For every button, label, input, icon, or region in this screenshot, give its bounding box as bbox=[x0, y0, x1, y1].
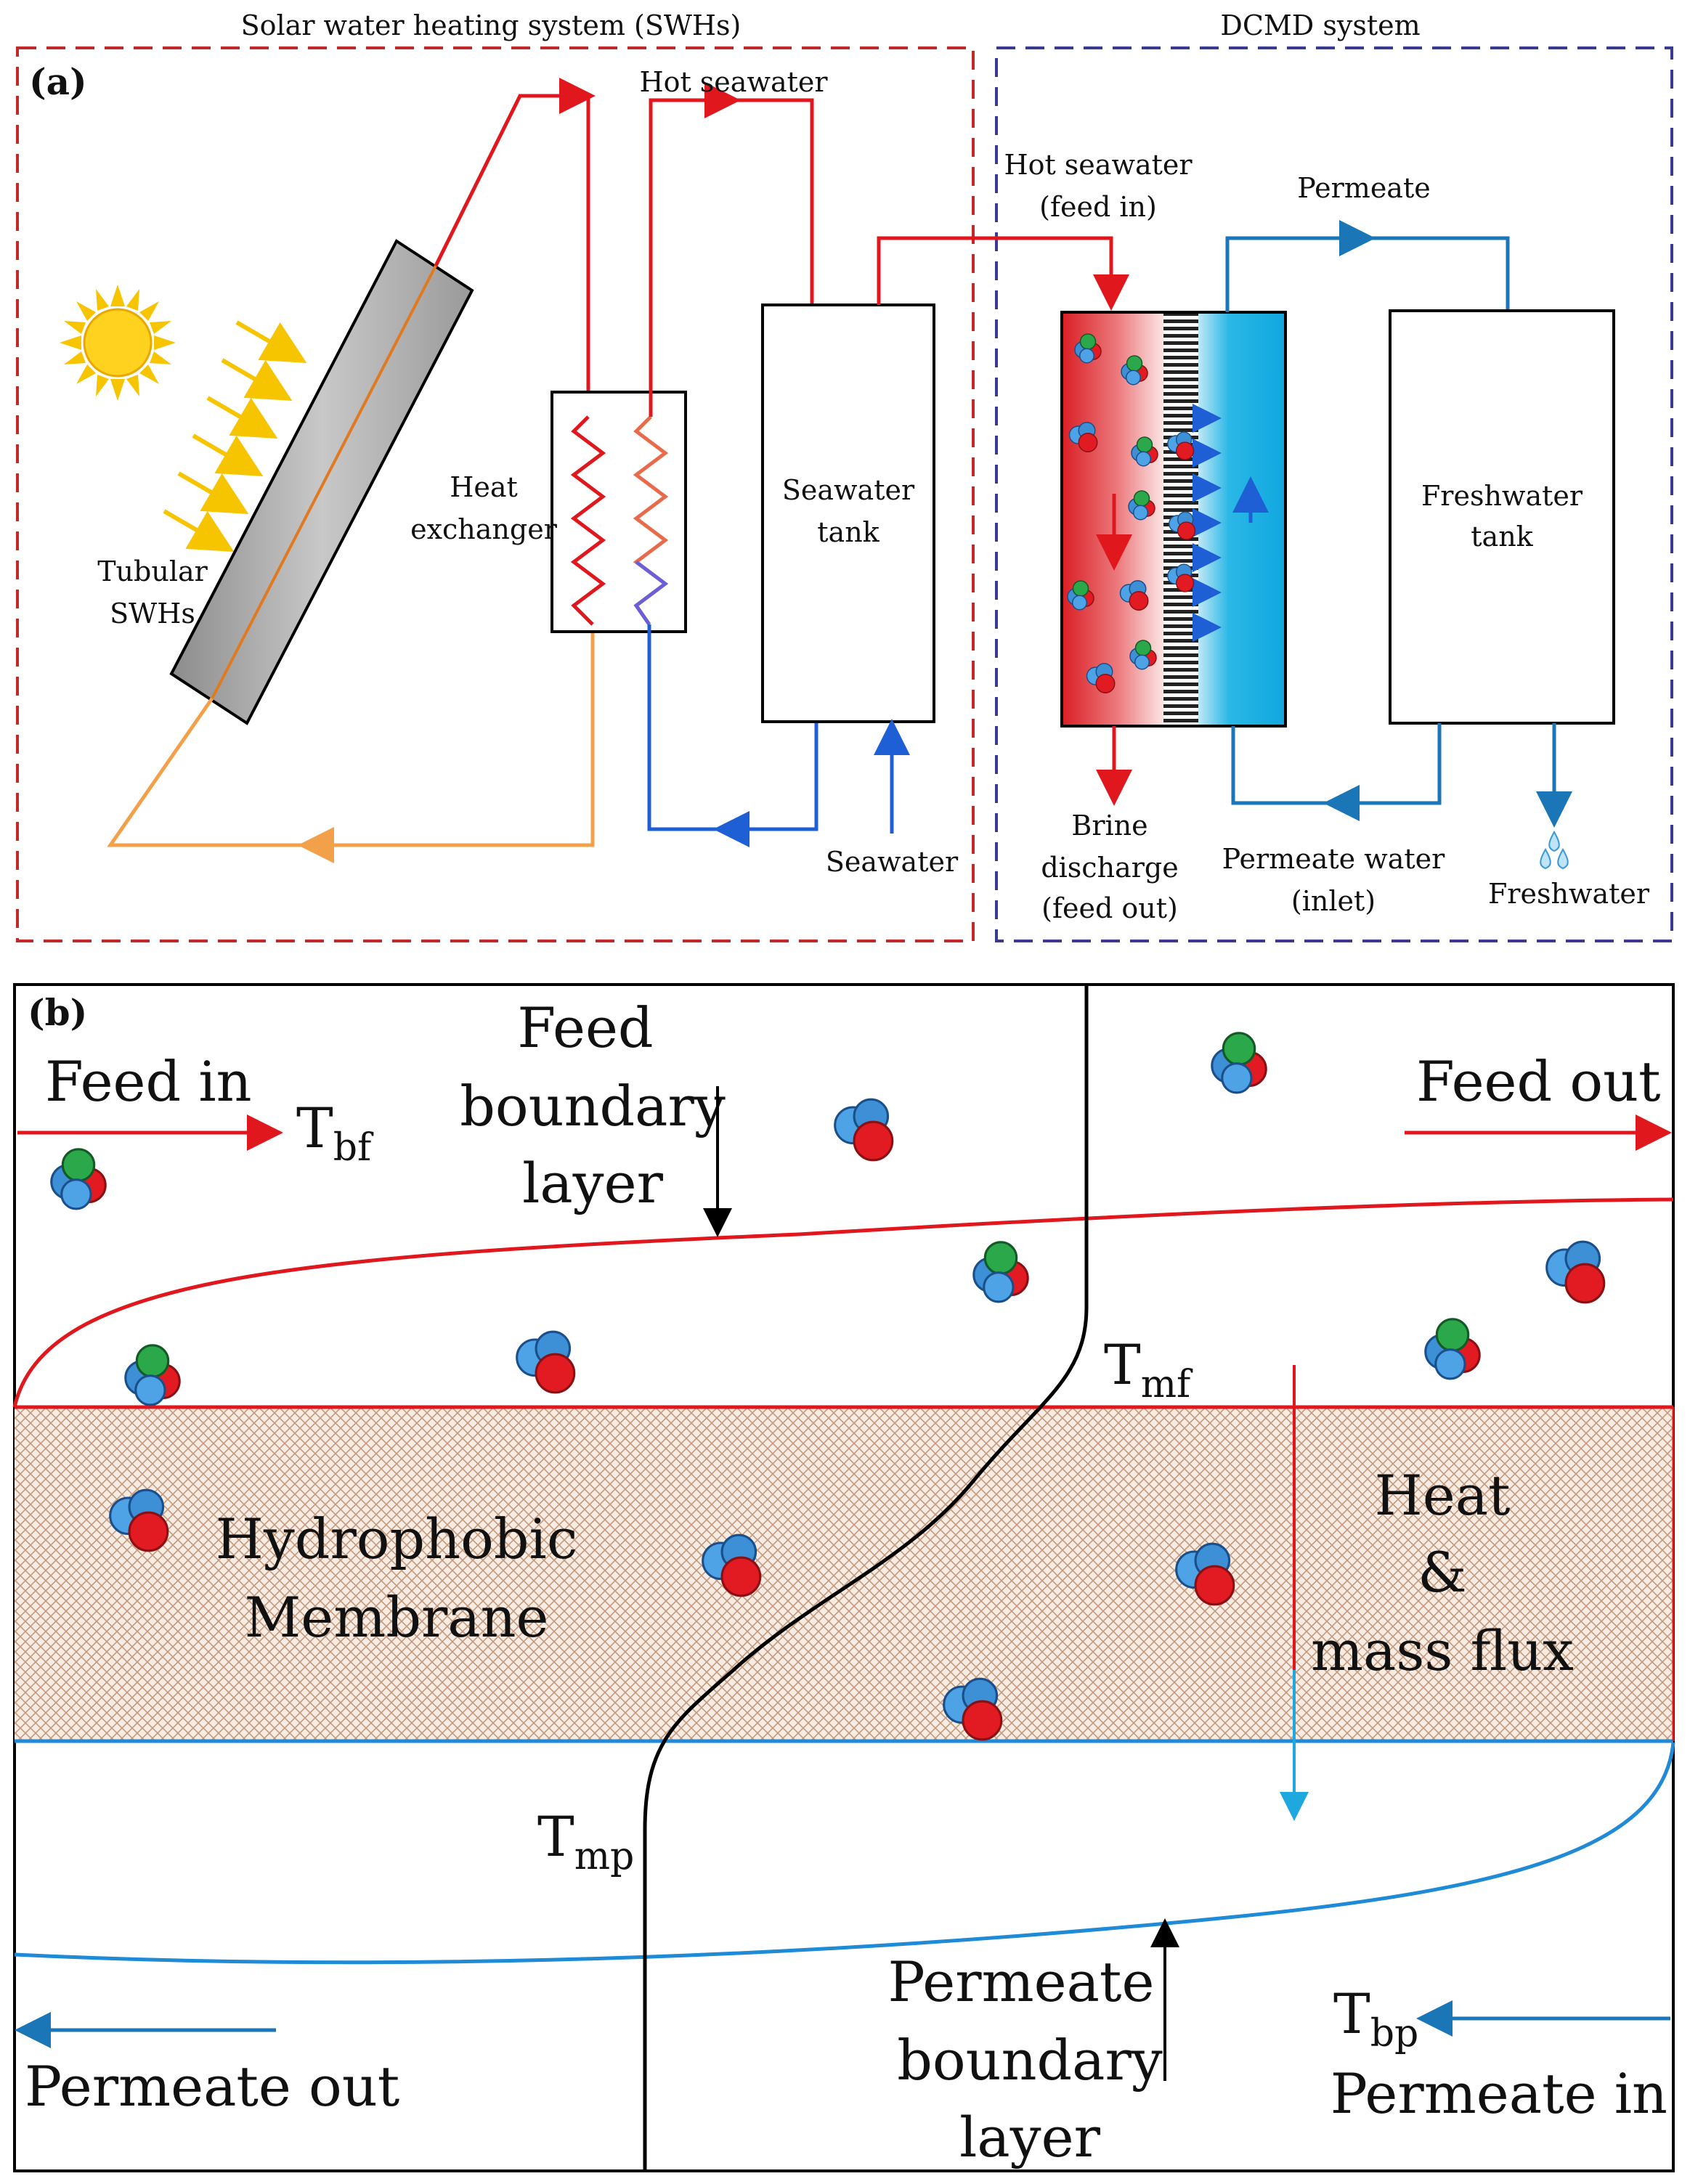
collector-return-line bbox=[107, 624, 595, 847]
panel-b-tag: (b) bbox=[28, 991, 87, 1034]
panel-a-tag: (a) bbox=[29, 60, 87, 103]
feed-out-label: Feed out bbox=[1416, 1049, 1661, 1114]
feed-in-label: Feed in bbox=[45, 1049, 252, 1114]
t-mf-label: Tmf bbox=[1104, 1332, 1193, 1406]
brine-label-3: (feed out) bbox=[1041, 892, 1178, 924]
heat-exchanger bbox=[551, 391, 687, 633]
temperature-profile bbox=[643, 985, 1089, 2171]
sun-rays bbox=[163, 320, 307, 553]
hx-coil-hot bbox=[570, 415, 606, 626]
t-bf-label: Tbf bbox=[296, 1096, 374, 1170]
permeate-out-label: Permeate out bbox=[25, 2054, 399, 2119]
tubular-collector bbox=[169, 239, 474, 725]
t-mp-label: Tmp bbox=[537, 1804, 634, 1878]
dcmd-module bbox=[1060, 311, 1287, 728]
droplet-icon bbox=[1540, 830, 1569, 870]
flux-label-3: mass flux bbox=[1311, 1618, 1574, 1683]
feed-boundary-label-3: layer bbox=[522, 1151, 664, 1215]
permeate-boundary-label-3: layer bbox=[959, 2105, 1101, 2169]
seawater-inlet-label: Seawater bbox=[826, 846, 959, 878]
dcmd-section-title: DCMD system bbox=[1220, 9, 1420, 41]
permeate-boundary-label-1: Permeate bbox=[888, 1949, 1155, 2014]
permeate-boundary-curve bbox=[14, 1742, 1675, 1965]
permeate-line bbox=[1225, 236, 1510, 312]
hot-seawater-label: Hot seawater bbox=[639, 66, 828, 98]
membrane-label-1: Hydrophobic bbox=[216, 1507, 578, 1571]
flux-label-2: & bbox=[1418, 1540, 1467, 1605]
feed-boundary-curve bbox=[12, 1197, 1674, 1408]
hx-label-1: Heat bbox=[450, 471, 518, 503]
permeate-water-label-2: (inlet) bbox=[1291, 885, 1376, 917]
seawater-tank-label-1: Seawater bbox=[782, 474, 915, 506]
permeate-inlet-line bbox=[1231, 723, 1442, 805]
tubular-label-2: SWHs bbox=[110, 598, 195, 629]
brine-label-1: Brine bbox=[1071, 810, 1147, 842]
freshwater-tank-label-1: Freshwater bbox=[1421, 480, 1583, 512]
feed-in-label-2: (feed in) bbox=[1039, 191, 1157, 223]
tubular-label-1: Tubular bbox=[97, 555, 208, 587]
freshwater-tank bbox=[1389, 309, 1615, 725]
sun-icon bbox=[60, 285, 176, 401]
swh-section-box bbox=[16, 46, 975, 942]
flux-label-1: Heat bbox=[1374, 1463, 1510, 1528]
feed-boundary-label-1: Feed bbox=[517, 995, 653, 1060]
hx-label-2: exchanger bbox=[410, 513, 558, 545]
permeate-in-label: Permeate in bbox=[1331, 2061, 1667, 2126]
swh-section-title: Solar water heating system (SWHs) bbox=[241, 9, 742, 41]
freshwater-tank-label-2: tank bbox=[1471, 521, 1533, 553]
feed-in-label-1: Hot seawater bbox=[1004, 149, 1193, 181]
seawater-tank-label-2: tank bbox=[817, 516, 879, 548]
feed-boundary-label-2: boundary bbox=[460, 1074, 726, 1138]
panel-b: (b) Feed in Feed out Tbf Tmf Tmp Tbp Fee… bbox=[12, 983, 1675, 2172]
freshwater-out-label: Freshwater bbox=[1488, 878, 1650, 910]
collector-hot-line bbox=[434, 78, 596, 267]
dcmd-section-box bbox=[995, 46, 1673, 942]
brine-label-2: discharge bbox=[1041, 852, 1178, 884]
permeate-boundary-label-2: boundary bbox=[897, 2028, 1163, 2093]
hydrophobic-membrane bbox=[15, 1407, 1673, 1741]
t-bp-label: Tbp bbox=[1333, 1981, 1418, 2055]
permeate-water-label-1: Permeate water bbox=[1222, 843, 1445, 875]
seawater-tank bbox=[761, 303, 935, 723]
permeate-label: Permeate bbox=[1297, 172, 1430, 204]
panel-a: Solar water heating system (SWHs) DCMD s… bbox=[16, 9, 1673, 942]
membrane-label-2: Membrane bbox=[244, 1585, 548, 1650]
